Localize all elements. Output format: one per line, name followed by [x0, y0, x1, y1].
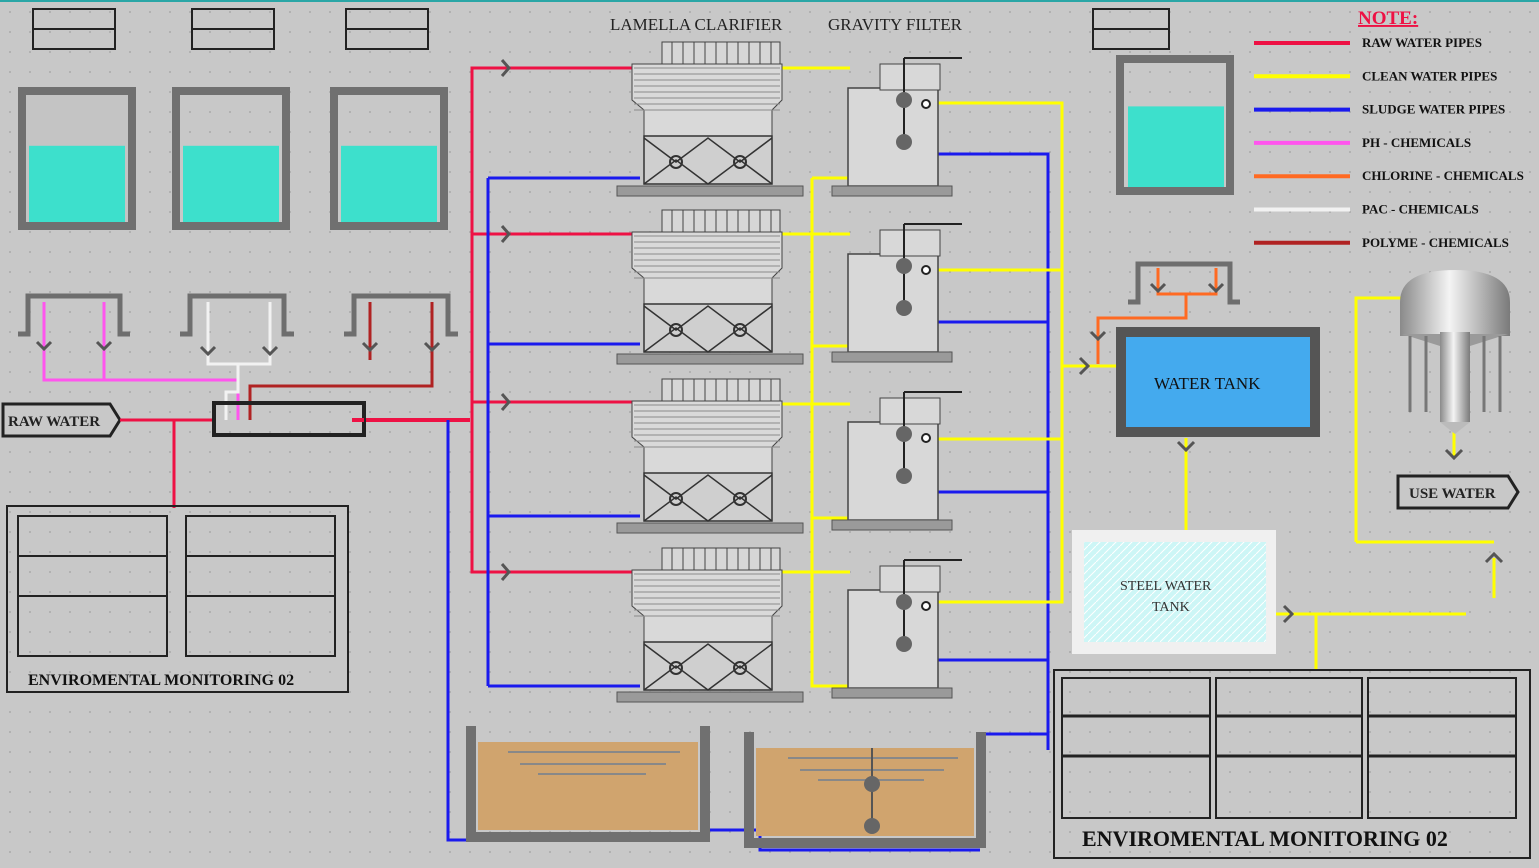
gravity-filter-2[interactable]: [831, 223, 962, 363]
legend-label: SLUDGE WATER PIPES: [1362, 102, 1505, 117]
sludge-basin-2-fill: [756, 748, 974, 836]
legend-label: CHLORINE - CHEMICALS: [1362, 168, 1524, 183]
raw-water-pipes: [120, 66, 632, 574]
chemical-check-valves: [35, 282, 1225, 357]
gravity-filter-4[interactable]: [831, 559, 962, 699]
dosing-pump-polymer[interactable]: [344, 293, 458, 337]
lamella-clarifier-title: LAMELLA CLARIFIER: [610, 15, 783, 34]
clean-water-pipes: [782, 66, 1496, 688]
use-water-outlet[interactable]: [1396, 474, 1520, 510]
env-monitoring-panel-left[interactable]: [6, 505, 349, 693]
legend-title: NOTE:: [1358, 8, 1418, 29]
legend-item: CHLORINE - CHEMICALS: [1254, 168, 1524, 183]
steel-water-tank-label-line1: STEEL WATER: [1120, 579, 1212, 594]
chemical-tank-pac-level: [183, 145, 279, 222]
water-tank-fill: [1126, 337, 1310, 427]
steel-water-tank-label-line2: TANK: [1152, 600, 1190, 615]
display-box-2[interactable]: [191, 8, 275, 50]
sludge-basin-1-fill: [478, 742, 698, 830]
env-monitoring-panel-right[interactable]: [1053, 669, 1531, 859]
display-box-4[interactable]: [1092, 8, 1170, 50]
chemical-tank-pac[interactable]: [172, 87, 290, 230]
legend-item: POLYME - CHEMICALS: [1254, 235, 1509, 250]
use-water-label: USE WATER: [1409, 486, 1496, 502]
legend-label: CLEAN WATER PIPES: [1362, 68, 1497, 83]
env-monitoring-right-label: ENVIROMENTAL MONITORING 02: [1082, 826, 1448, 851]
water-tank-label: WATER TANK: [1154, 374, 1261, 393]
sludge-basin-2[interactable]: [744, 732, 986, 848]
legend-label: POLYME - CHEMICALS: [1362, 235, 1509, 250]
chemical-tank-chlorine-level: [1128, 106, 1224, 187]
pipe-legend: NOTE: RAW WATER PIPES CLEAN WATER PIPES SL…: [1254, 8, 1524, 250]
ph-chemical-line: [42, 302, 240, 420]
lamella-clarifier-1[interactable]: [616, 41, 804, 197]
lamella-clarifier-4[interactable]: [616, 547, 804, 703]
env-monitoring-left-label: ENVIROMENTAL MONITORING 02: [28, 672, 294, 689]
dosing-pump-chlorine[interactable]: [1128, 261, 1240, 305]
clean-water-flow-arrows: [1078, 356, 1504, 624]
gravity-filter-3[interactable]: [831, 391, 962, 531]
elevated-water-silo[interactable]: [1400, 270, 1510, 434]
lamella-clarifier-2[interactable]: [616, 209, 804, 365]
lamella-clarifier-3[interactable]: [616, 378, 804, 534]
chemical-tank-ph[interactable]: [18, 87, 136, 230]
gravity-filter-1[interactable]: [831, 57, 962, 197]
legend-label: RAW WATER PIPES: [1362, 35, 1482, 50]
gravity-filters: [831, 57, 962, 699]
display-box-3[interactable]: [345, 8, 429, 50]
legend-item: PH - CHEMICALS: [1254, 135, 1471, 150]
chemical-tank-polymer[interactable]: [330, 87, 448, 230]
legend-item: SLUDGE WATER PIPES: [1254, 102, 1505, 117]
chemical-tank-ph-level: [29, 145, 125, 222]
raw-water-inlet[interactable]: [1, 402, 122, 438]
legend-label: PAC - CHEMICALS: [1362, 202, 1479, 217]
gravity-filter-title: GRAVITY FILTER: [828, 15, 963, 34]
legend-item: PAC - CHEMICALS: [1254, 202, 1479, 217]
lamella-clarifiers: [616, 41, 804, 703]
sludge-basin-1[interactable]: [466, 726, 710, 842]
steel-water-tank[interactable]: [1072, 530, 1276, 654]
pac-chemical-line: [206, 302, 272, 420]
legend-item: RAW WATER PIPES: [1254, 35, 1482, 50]
legend-item: CLEAN WATER PIPES: [1254, 68, 1497, 83]
dosing-pump-pac[interactable]: [180, 293, 294, 337]
raw-water-label: RAW WATER: [8, 414, 100, 430]
display-box-1[interactable]: [32, 8, 116, 50]
raw-water-flow-arrows: [500, 59, 511, 581]
legend-label: PH - CHEMICALS: [1362, 135, 1471, 150]
chemical-tank-polymer-level: [341, 145, 437, 222]
chemical-tank-chlorine[interactable]: [1116, 55, 1234, 195]
water-tank[interactable]: [1116, 327, 1320, 437]
dosing-pump-ph[interactable]: [18, 293, 130, 337]
